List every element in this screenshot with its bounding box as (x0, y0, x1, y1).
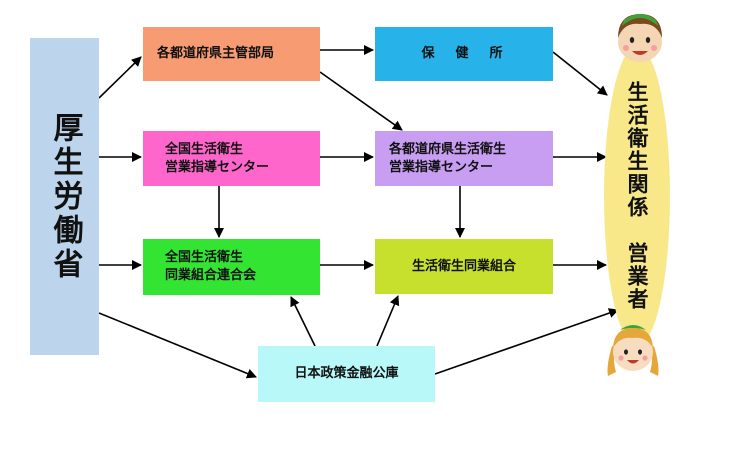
prefectural-department-node: 各都道府県主管部局 (143, 27, 320, 81)
arrow-health-center-to-operators (552, 51, 608, 96)
business-operators-label: 生活衛生関係 営業者 (625, 81, 649, 311)
finance-corporation-node: 日本政策金融公庫 (258, 346, 435, 402)
arrow-pref-dept-to-pref-guidance (319, 71, 403, 131)
sanitation-union-node: 生活衛生同業組合 (375, 239, 553, 294)
arrow-finance-to-operators (434, 308, 619, 375)
national-union-federation-node: 全国生活衛生 同業組合連合会 (143, 239, 320, 295)
business-operators-node: 生活衛生関係 営業者 (604, 46, 670, 346)
mhlw-label: 厚生労働省 (47, 111, 83, 282)
national-guidance-center-node: 全国生活衛生 営業指導センター (143, 131, 320, 186)
arrow-mhlw-to-finance (98, 312, 257, 379)
prefectural-guidance-center-node: 各都道府県生活衛生 営業指導センター (375, 131, 553, 186)
girl-face-icon (607, 325, 659, 376)
arrow-finance-to-union (376, 295, 400, 347)
health-center-node: 保 健 所 (375, 27, 553, 81)
arrow-mhlw-to-pref-dept (98, 56, 142, 99)
arrow-finance-to-federation (290, 296, 316, 347)
boy-face-icon (618, 14, 662, 62)
mhlw-node: 厚生労働省 (30, 38, 99, 355)
